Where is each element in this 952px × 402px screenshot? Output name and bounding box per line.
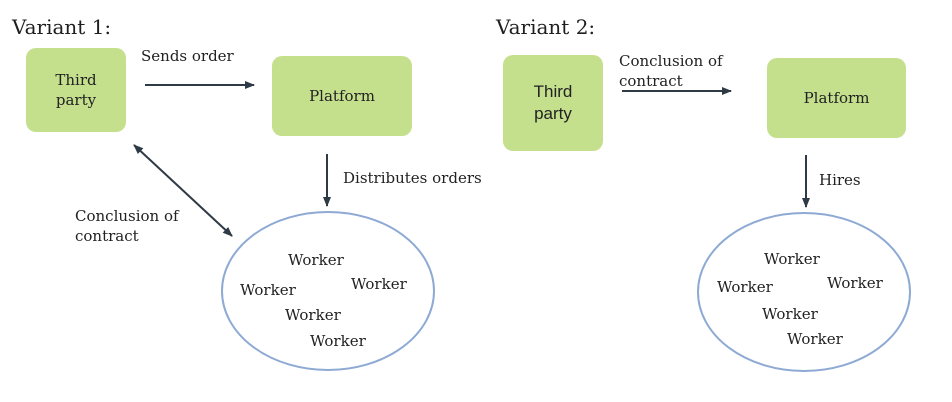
v1-worker-1: Worker: [288, 251, 344, 269]
v1-worker-4: Worker: [285, 306, 341, 324]
v1-third-party-label: Third party: [55, 71, 97, 109]
v2-worker-1: Worker: [764, 250, 820, 268]
variant2-title: Variant 2:: [496, 15, 596, 39]
v2-worker-4: Worker: [762, 305, 818, 323]
v2-platform-box: Platform: [767, 58, 906, 138]
v1-platform-label: Platform: [309, 87, 375, 105]
v2-hires-label: Hires: [819, 171, 861, 189]
v1-sends-order-label: Sends order: [141, 47, 234, 65]
v1-conclusion-label: Conclusion of contract: [75, 207, 179, 245]
v1-worker-pool-ellipse: [221, 211, 435, 371]
v2-worker-3: Worker: [717, 278, 773, 296]
v2-worker-5: Worker: [787, 330, 843, 348]
v1-worker-2: Worker: [351, 275, 407, 293]
v1-platform-box: Platform: [272, 56, 412, 136]
v2-worker-2: Worker: [827, 274, 883, 292]
v2-conclusion-label: Conclusion of contract: [619, 52, 723, 90]
v1-conclusion-double-arrow: [133, 144, 233, 237]
variant1-title: Variant 1:: [12, 15, 112, 39]
v2-third-party-label: Third party: [533, 82, 573, 123]
v1-worker-3: Worker: [240, 281, 296, 299]
v1-third-party-box: Third party: [26, 48, 126, 132]
v1-distributes-orders-label: Distributes orders: [343, 169, 482, 187]
v2-third-party-box: Third party: [503, 55, 603, 151]
v1-worker-5: Worker: [310, 332, 366, 350]
v2-worker-pool-ellipse: [697, 212, 911, 372]
v2-platform-label: Platform: [803, 89, 870, 107]
